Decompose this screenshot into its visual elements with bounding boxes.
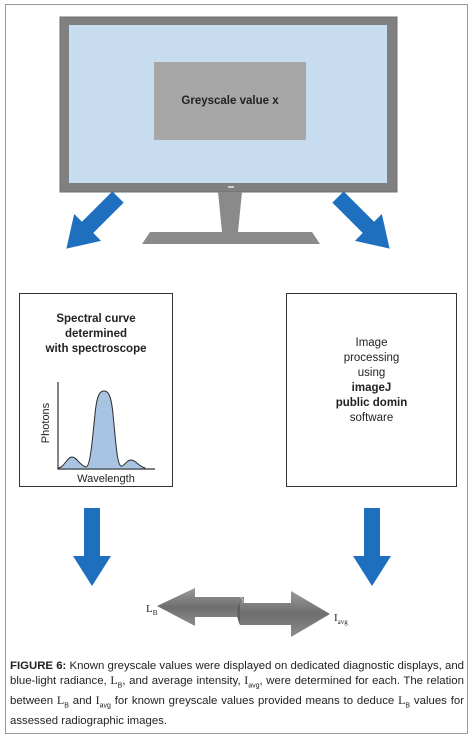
- arrow-screen-to-spectroscope: [66, 191, 124, 249]
- processing-line-public: public domin: [335, 397, 408, 409]
- iavg-label: Iavg: [334, 612, 348, 626]
- caption-lb-symbol: L: [56, 693, 65, 708]
- caption-iavg-symbol: I: [244, 673, 249, 687]
- processing-text: Image processing using imageJ public dom…: [287, 336, 456, 426]
- figure-frame: [5, 4, 468, 734]
- caption-text: , were determined for each. The relation…: [10, 675, 464, 708]
- relation-double-arrow: [157, 588, 330, 637]
- spectral-curve: [57, 390, 146, 470]
- lb-label: LB: [146, 603, 157, 617]
- figure-caption: FIGURE 6: Known greyscale values were di…: [10, 659, 464, 728]
- arrow-screen-to-processing: [332, 191, 390, 249]
- iavg-symbol: I: [334, 612, 338, 624]
- lb-subscript: B: [152, 609, 158, 618]
- caption-text: , and average intensity,: [122, 675, 245, 687]
- y-axis-label: Photons: [40, 402, 52, 443]
- x-axis-label: Wavelength: [77, 473, 135, 485]
- processing-line: Image: [355, 337, 388, 349]
- monitor: [59, 16, 398, 244]
- processing-line-imagej: imageJ: [351, 382, 392, 394]
- spectroscope-title-line: with spectroscope: [45, 343, 147, 355]
- caption-text: Known greyscale values were displayed on…: [10, 660, 464, 687]
- spectroscope-title: Spectral curve determined with spectrosc…: [20, 312, 172, 357]
- caption-lb-sub: B: [117, 682, 123, 690]
- greyscale-label: Greyscale value x: [181, 95, 279, 107]
- monitor-stand-base: [142, 232, 320, 244]
- spectroscope-title-line: Spectral curve: [56, 313, 136, 325]
- caption-text: for known greyscale values provided mean…: [110, 695, 399, 708]
- caption-lb-symbol: L: [110, 673, 118, 687]
- iavg-subscript: avg: [337, 618, 348, 627]
- caption-lb-sub: B: [64, 702, 69, 710]
- monitor-button: [228, 186, 234, 188]
- caption-text: values for assessed radiographic images.: [10, 695, 464, 727]
- figure-number: FIGURE 6:: [10, 660, 67, 672]
- processing-line: using: [357, 367, 386, 379]
- caption-iavg-sub: avg: [248, 682, 260, 690]
- spectroscope-title-line: determined: [65, 328, 127, 340]
- monitor-neck: [218, 192, 242, 232]
- caption-lb-symbol: L: [398, 693, 406, 708]
- spectral-curve-plot: Photons Wavelength: [40, 382, 155, 485]
- processing-line: software: [349, 412, 394, 424]
- arrow-spectroscope-down: [73, 508, 111, 586]
- caption-lb-sub: B: [405, 702, 411, 710]
- spectroscope-panel: Spectral curve determined with spectrosc…: [19, 293, 173, 487]
- arrow-processing-down: [353, 508, 391, 586]
- caption-iavg-symbol: I: [95, 693, 100, 708]
- processing-line: processing: [343, 352, 400, 364]
- processing-panel: Image processing using imageJ public dom…: [286, 293, 457, 487]
- greyscale-patch: [154, 62, 306, 140]
- caption-iavg-sub: avg: [99, 702, 111, 710]
- caption-text: and: [68, 695, 96, 708]
- lb-symbol: L: [146, 603, 153, 615]
